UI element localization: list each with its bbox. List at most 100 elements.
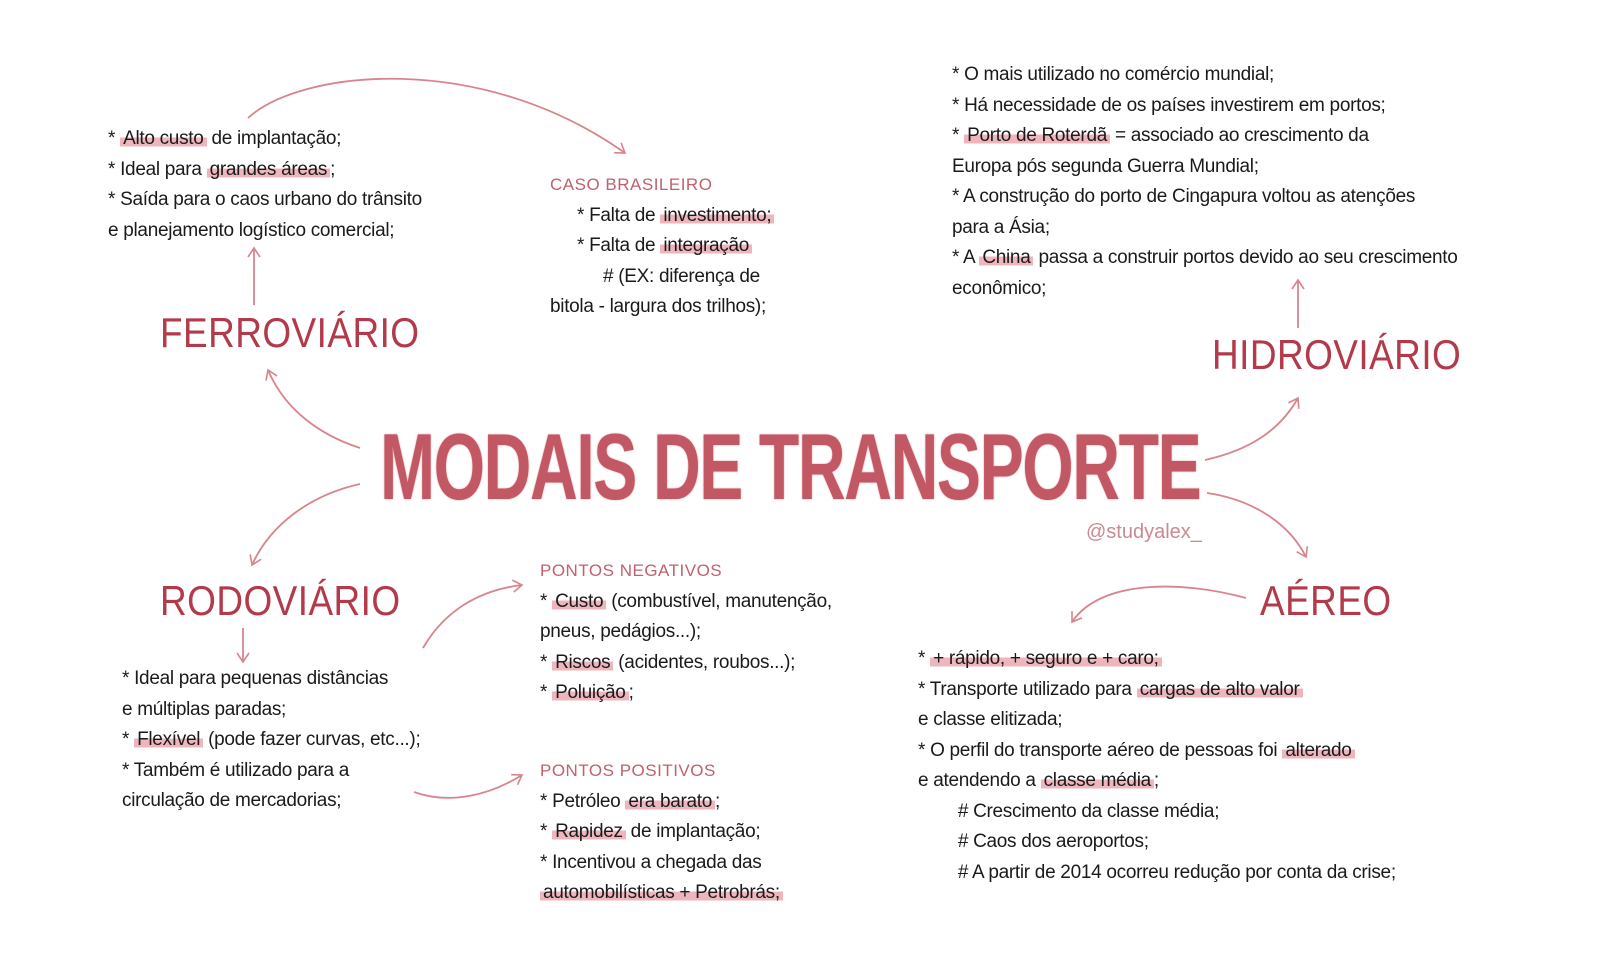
note-text: e classe elitizada; (918, 709, 1063, 730)
note-text: # Crescimento da classe média; (918, 800, 1220, 822)
note-text: * Também é utilizado para a (122, 759, 350, 781)
note-text: bitola - largura dos trilhos); (550, 296, 766, 317)
note-line: para a Ásia; (952, 213, 1458, 244)
note-line: e múltiplas paradas; (122, 695, 420, 726)
arrow-title-to-hidroviario (1204, 396, 1300, 461)
note-line: * Também é utilizado para a (122, 756, 420, 787)
note-text: (combustível, manutenção, (606, 590, 832, 612)
note-text: * (918, 648, 931, 669)
note-line: # (EX: diferença de (550, 262, 774, 293)
note-text: (acidentes, roubos...); (613, 651, 796, 673)
note-line: * Poluição; (540, 678, 832, 709)
note-text: circulação de mercadorias; (122, 790, 342, 811)
note-text: * (122, 729, 135, 750)
highlighted-text: classe média (1040, 770, 1154, 791)
note-text: (pode fazer curvas, etc...); (203, 729, 421, 750)
note-text: passa a construir portos devido ao seu c… (1033, 247, 1458, 268)
note-line: * Transporte utilizado para cargas de al… (918, 675, 1396, 706)
highlighted-text: China (979, 247, 1034, 268)
highlighted-text: + rápido, + seguro e + caro; (930, 648, 1162, 669)
note-text: * Falta de (577, 204, 661, 226)
arrow-aereo-to-text (1071, 585, 1247, 624)
note-text: ; (330, 158, 336, 180)
note-line: e classe elitizada; (918, 705, 1396, 736)
caso-brasileiro-lines: * Falta de investimento;* Falta de integ… (550, 201, 775, 323)
note-text: * Ideal para pequenas distâncias (122, 668, 389, 689)
note-line: * Rapidez de implantação; (540, 817, 783, 848)
note-text: * Saída para o caos urbano do trânsito (108, 189, 422, 210)
note-line: * O perfil do transporte aéreo de pessoa… (918, 736, 1396, 767)
pontos-negativos-lines: * Custo (combustível, manutenção,pneus, … (540, 587, 832, 709)
note-line: * Riscos (acidentes, roubos...); (540, 648, 832, 679)
note-text: * Ideal para (108, 158, 207, 180)
note-text: e atendendo a (918, 770, 1041, 791)
note-line: * Falta de investimento; (550, 201, 775, 232)
note-line: * Ideal para grandes áreas; (108, 155, 422, 186)
note-text: * O perfil do transporte aéreo de pessoa… (918, 739, 1283, 761)
heading-aereo: AÉREO (1260, 577, 1392, 624)
hidroviario-notes: * O mais utilizado no comércio mundial;*… (952, 60, 1458, 304)
note-line: econômico; (952, 274, 1458, 305)
highlighted-text: grandes áreas (206, 158, 331, 180)
note-text: * (540, 821, 553, 842)
pontos-positivos-lines: * Petróleo era barato;* Rapidez de impla… (540, 787, 783, 909)
highlighted-text: Poluição (552, 682, 629, 703)
highlighted-text: cargas de alto valor (1136, 678, 1303, 700)
note-line: * Saída para o caos urbano do trânsito (108, 185, 422, 216)
heading-hidroviario: HIDROVIÁRIO (1212, 331, 1462, 378)
note-text: * Há necessidade de os países investirem… (952, 94, 1386, 116)
note-line: * A construção do porto de Cingapura vol… (952, 182, 1458, 213)
note-text: para a Ásia; (952, 216, 1050, 238)
note-text: ; (715, 790, 721, 812)
note-line: * Custo (combustível, manutenção, (540, 587, 832, 618)
author-handle: @studyalex_ (1086, 521, 1202, 543)
arrow-title-to-ferroviario (265, 368, 361, 449)
rodoviario-notes: * Ideal para pequenas distâncias e múltip… (122, 664, 421, 817)
caso-brasileiro-title: CASO BRASILEIRO (550, 175, 713, 194)
note-line: e atendendo a classe média; (918, 766, 1396, 797)
note-line: pneus, pedágios...); (540, 617, 832, 648)
note-text: * A construção do porto de Cingapura vol… (952, 186, 1416, 207)
note-text: * (540, 590, 553, 612)
aereo-notes: * + rápido, + seguro e + caro;* Transpor… (918, 644, 1396, 888)
note-line: * + rápido, + seguro e + caro; (918, 644, 1396, 675)
note-text: * (540, 651, 553, 673)
note-line: * Ideal para pequenas distâncias (122, 664, 420, 695)
note-text: de implantação; (625, 821, 761, 842)
note-text: Europa pós segunda Guerra Mundial; (952, 155, 1259, 177)
note-line: # A partir de 2014 ocorreu redução por c… (918, 858, 1396, 889)
note-line: * Flexível (pode fazer curvas, etc...); (122, 725, 421, 756)
heading-rodoviario: RODOVIÁRIO (160, 577, 401, 624)
note-text: econômico; (952, 277, 1047, 299)
note-line: circulação de mercadorias; (122, 786, 420, 817)
note-text: = associado ao crescimento da (1109, 125, 1369, 146)
note-line: * A China passa a construir portos devid… (952, 243, 1458, 274)
note-text: * (108, 128, 121, 149)
note-text: # (EX: diferença de (603, 265, 760, 287)
heading-ferroviario: FERROVIÁRIO (160, 309, 420, 356)
highlighted-text: integração (660, 235, 753, 256)
note-text: * Falta de (577, 235, 661, 256)
pontos-negativos-title: PONTOS NEGATIVOS (540, 561, 723, 580)
note-line: * Alto custo de implantação; (108, 124, 422, 155)
note-line: * Incentivou a chegada das (540, 848, 783, 879)
pontos-negativos-notes: PONTOS NEGATIVOS * Custo (combustível, m… (540, 556, 832, 709)
highlighted-text: era barato (625, 790, 716, 812)
note-text: * Transporte utilizado para (918, 678, 1137, 700)
note-line: * Petróleo era barato; (540, 787, 783, 818)
note-line: # Caos dos aeroportos; (918, 827, 1396, 858)
note-text: ; (628, 682, 634, 703)
main-title: MODAIS DE TRANSPORTE (380, 414, 1202, 519)
pontos-positivos-notes: PONTOS POSITIVOS * Petróleo era barato;*… (540, 756, 783, 909)
note-line: e planejamento logístico comercial; (108, 216, 422, 247)
note-text: # Caos dos aeroportos; (918, 831, 1149, 852)
note-text: # A partir de 2014 ocorreu redução por c… (918, 861, 1396, 883)
highlighted-text: Porto de Roterdã (964, 125, 1110, 146)
arrow-rodo-to-negativos (422, 579, 524, 649)
note-text: * Petróleo (540, 790, 626, 812)
note-line: Europa pós segunda Guerra Mundial; (952, 152, 1458, 183)
highlighted-text: alterado (1282, 739, 1355, 761)
note-text: * (540, 682, 553, 703)
note-line: * Porto de Roterdã = associado ao cresci… (952, 121, 1458, 152)
highlighted-text: Flexível (134, 729, 204, 750)
